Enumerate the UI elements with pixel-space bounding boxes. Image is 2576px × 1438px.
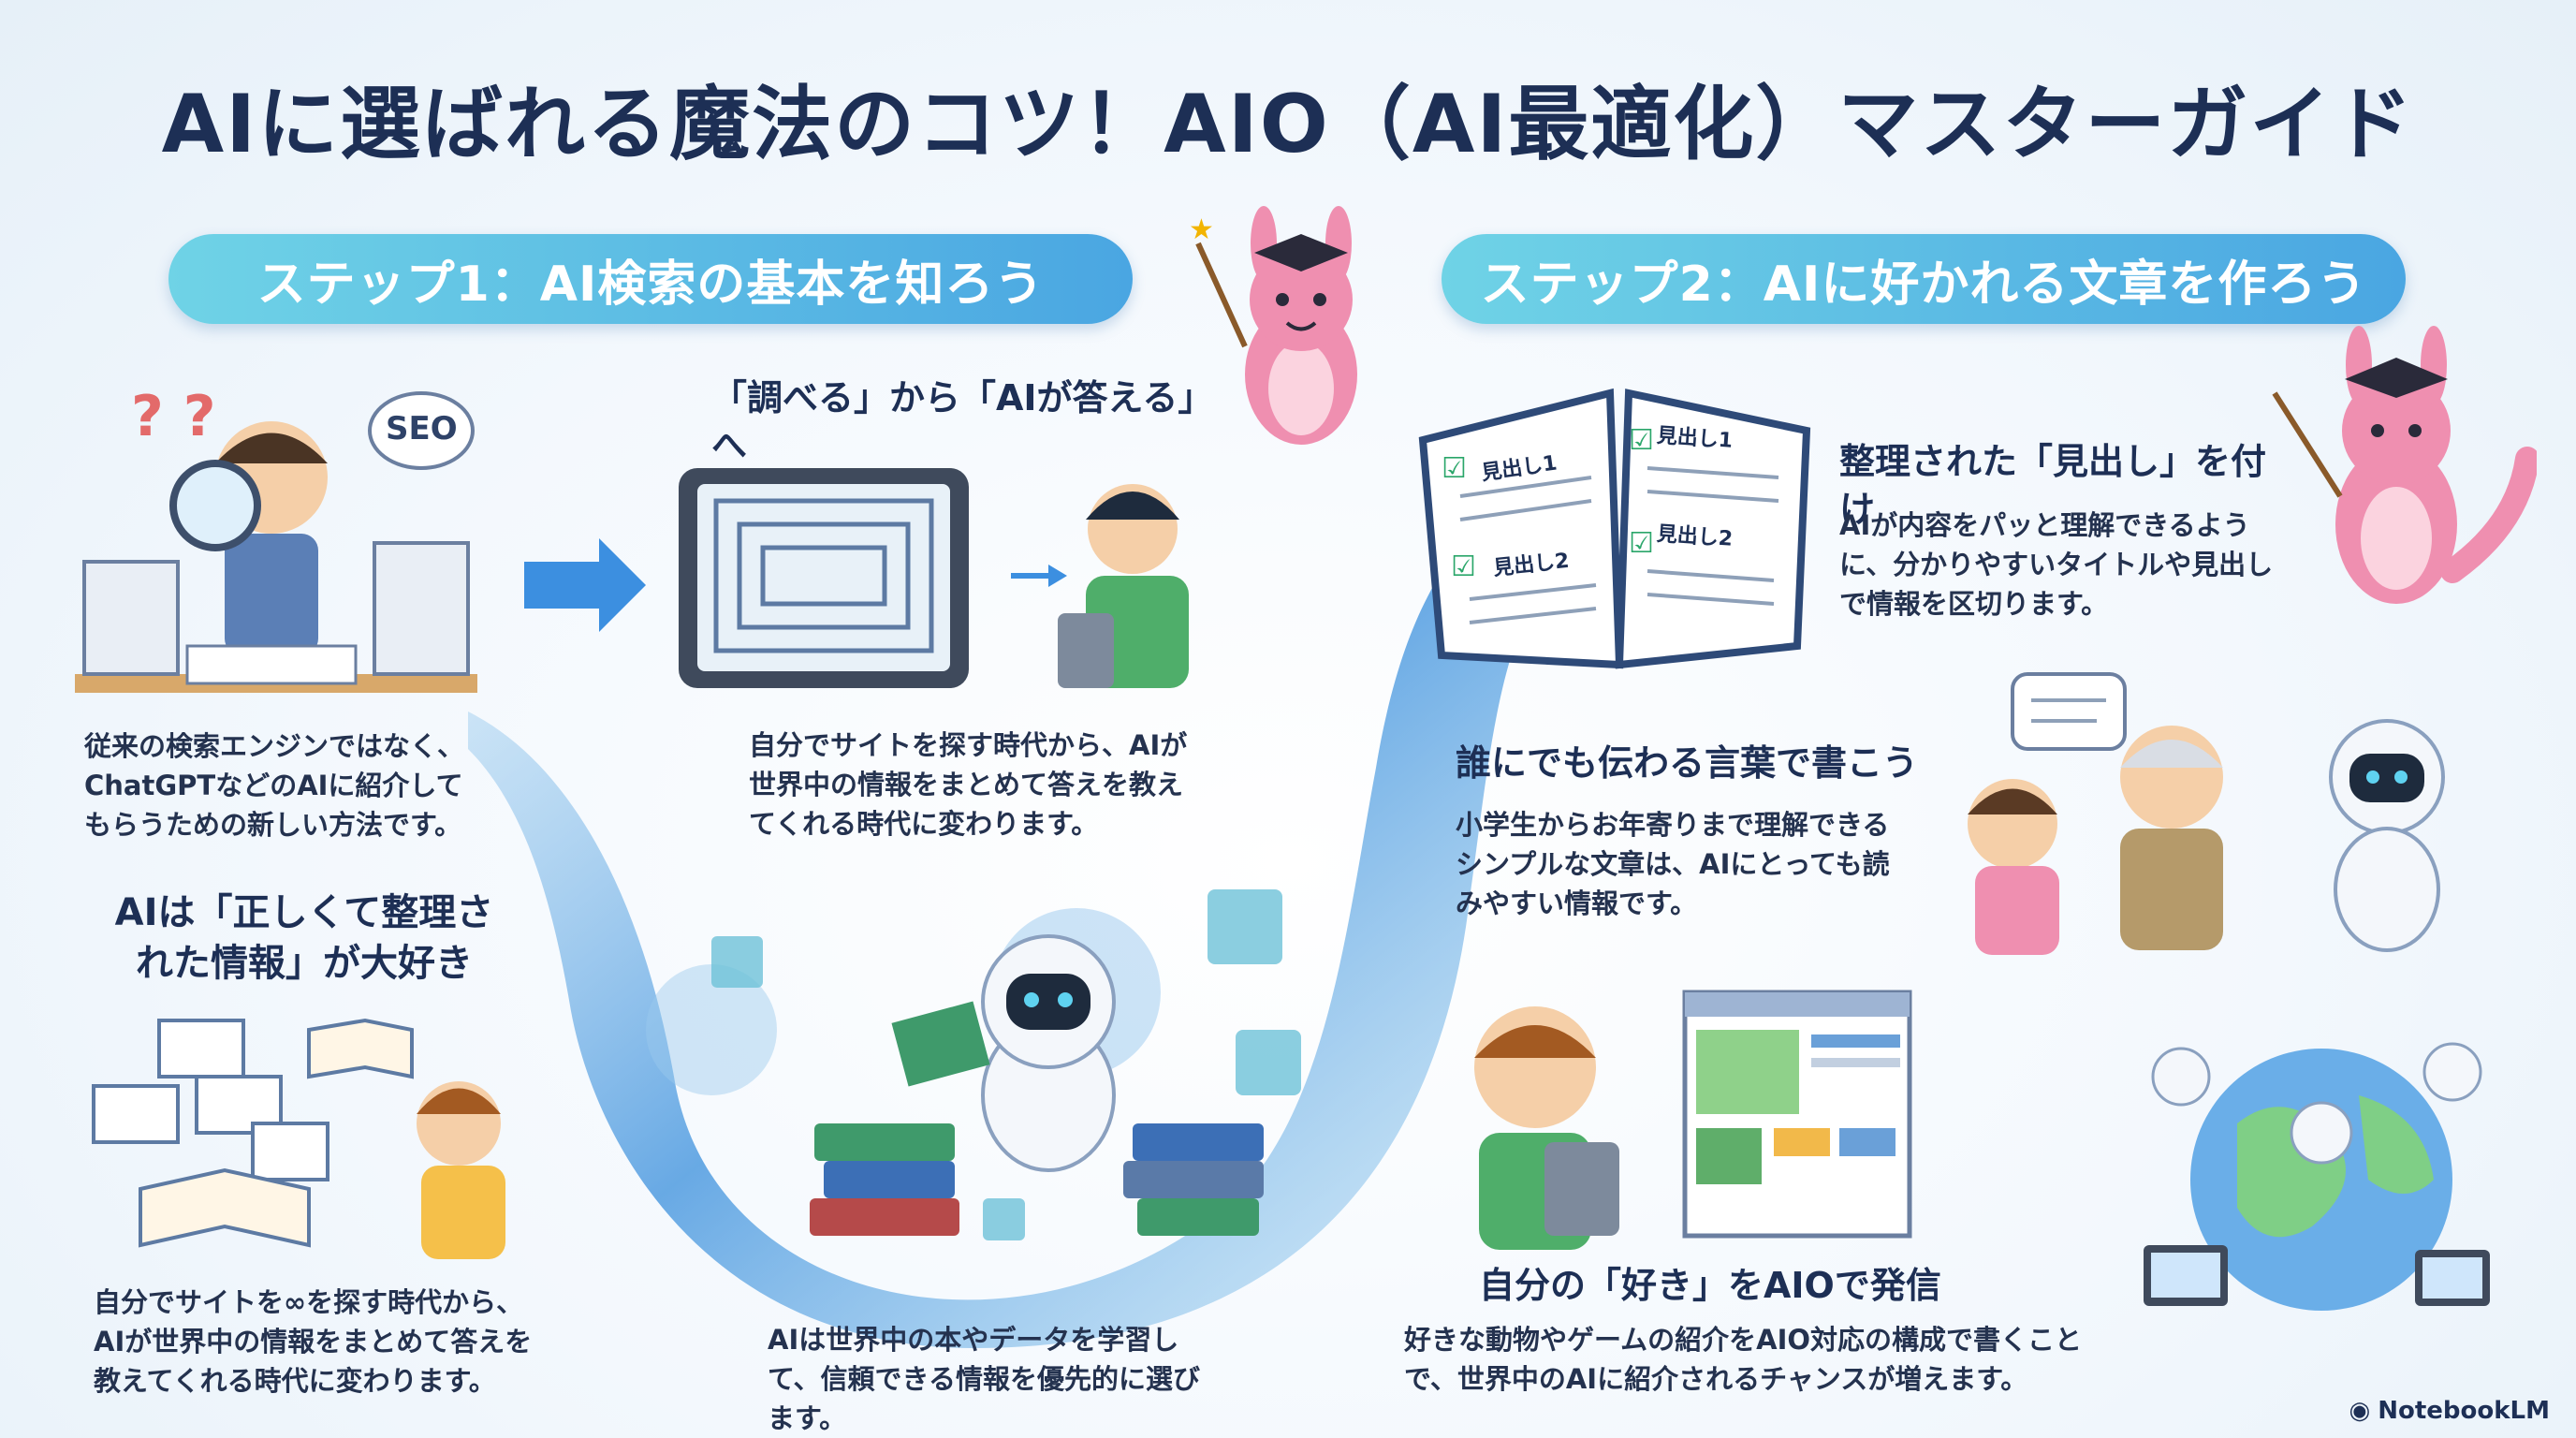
words-heading: 誰にでも伝わる言葉で書こう xyxy=(1456,742,1919,784)
notebooklm-logo-icon: ◉ xyxy=(2349,1397,2371,1425)
sharing-kid-illustration xyxy=(1474,990,1912,1250)
globe-robots-illustration xyxy=(2144,1042,2490,1311)
flow-arrow-icon xyxy=(524,538,646,632)
book-label-3: 見出し1 xyxy=(1656,424,1734,453)
seo-bubble-label: SEO xyxy=(386,410,458,448)
step1-banner: ステップ1：AI検索の基本を知ろう xyxy=(168,234,1133,324)
svg-text:☑: ☑ xyxy=(1629,527,1654,560)
seo-study-illustration xyxy=(75,391,477,693)
step2-banner: ステップ2：AIに好かれる文章を作ろう xyxy=(1442,234,2406,324)
shift-body: 自分でサイトを探す時代から、AIが世界中の情報をまとめて答えを教えてくれる時代に… xyxy=(749,729,1188,841)
family-robot-illustration xyxy=(1968,672,2445,955)
step1-label: ステップ1：AI検索の基本を知ろう xyxy=(256,256,1045,313)
svg-text:☑: ☑ xyxy=(1629,424,1654,457)
likes-body: 自分でサイトを∞を探す時代から、AIが世界中の情報をまとめて答えを教えてくれる時… xyxy=(94,1286,533,1398)
maze-tablet-illustration xyxy=(679,468,1189,688)
open-book-illustration: ☑ ☑ ☑ ☑ xyxy=(1418,388,1811,669)
likes-heading: AIは「正しくて整理された情報」が大好き xyxy=(114,891,494,985)
notebooklm-brand: ◉ NotebookLM xyxy=(2349,1397,2550,1425)
question-marks: ? ? xyxy=(131,384,216,449)
share-heading: 自分の「好き」をAIOで発信 xyxy=(1479,1265,1941,1306)
share-body: 好きな動物やゲームの紹介をAIO対応の構成で書くことで、世界中のAIに紹介される… xyxy=(1404,1324,2083,1396)
headings-body: AIが内容をパッと理解できるように、分かりやすいタイトルや見出しで情報を区切りま… xyxy=(1839,509,2274,621)
svg-text:★: ★ xyxy=(1189,213,1214,246)
kangaroo-mascot-illustration: ★ xyxy=(1189,206,1357,445)
svg-text:☑: ☑ xyxy=(1451,550,1476,583)
step2-label: ステップ2：AIに好かれる文章を作ろう xyxy=(1480,256,2367,313)
brand-label: NotebookLM xyxy=(2378,1397,2550,1425)
page-title: AIに選ばれる魔法のコツ！AIO（AI最適化）マスターガイド xyxy=(161,78,2415,171)
kangaroo-pointer-illustration xyxy=(2272,326,2537,604)
organized-info-illustration xyxy=(92,1018,505,1259)
learning-body: AIは世界中の本やデータを学習して、信頼できる情報を優先的に選びます。 xyxy=(768,1324,1200,1435)
intro-body: 従来の検索エンジンではなく、ChatGPTなどのAIに紹介してもらうための新しい… xyxy=(84,730,465,842)
words-body: 小学生からお年寄りまで理解できるシンプルな文章は、AIにとっても読みやすい情報で… xyxy=(1456,809,1890,920)
book-label-4: 見出し2 xyxy=(1656,522,1734,551)
robot-learning-illustration xyxy=(810,934,1264,1236)
shift-heading: 「調べる」から「AIが答える」へ xyxy=(711,377,1214,467)
svg-text:☑: ☑ xyxy=(1442,452,1467,485)
headings-heading: 整理された「見出し」を付け xyxy=(1839,441,2267,531)
